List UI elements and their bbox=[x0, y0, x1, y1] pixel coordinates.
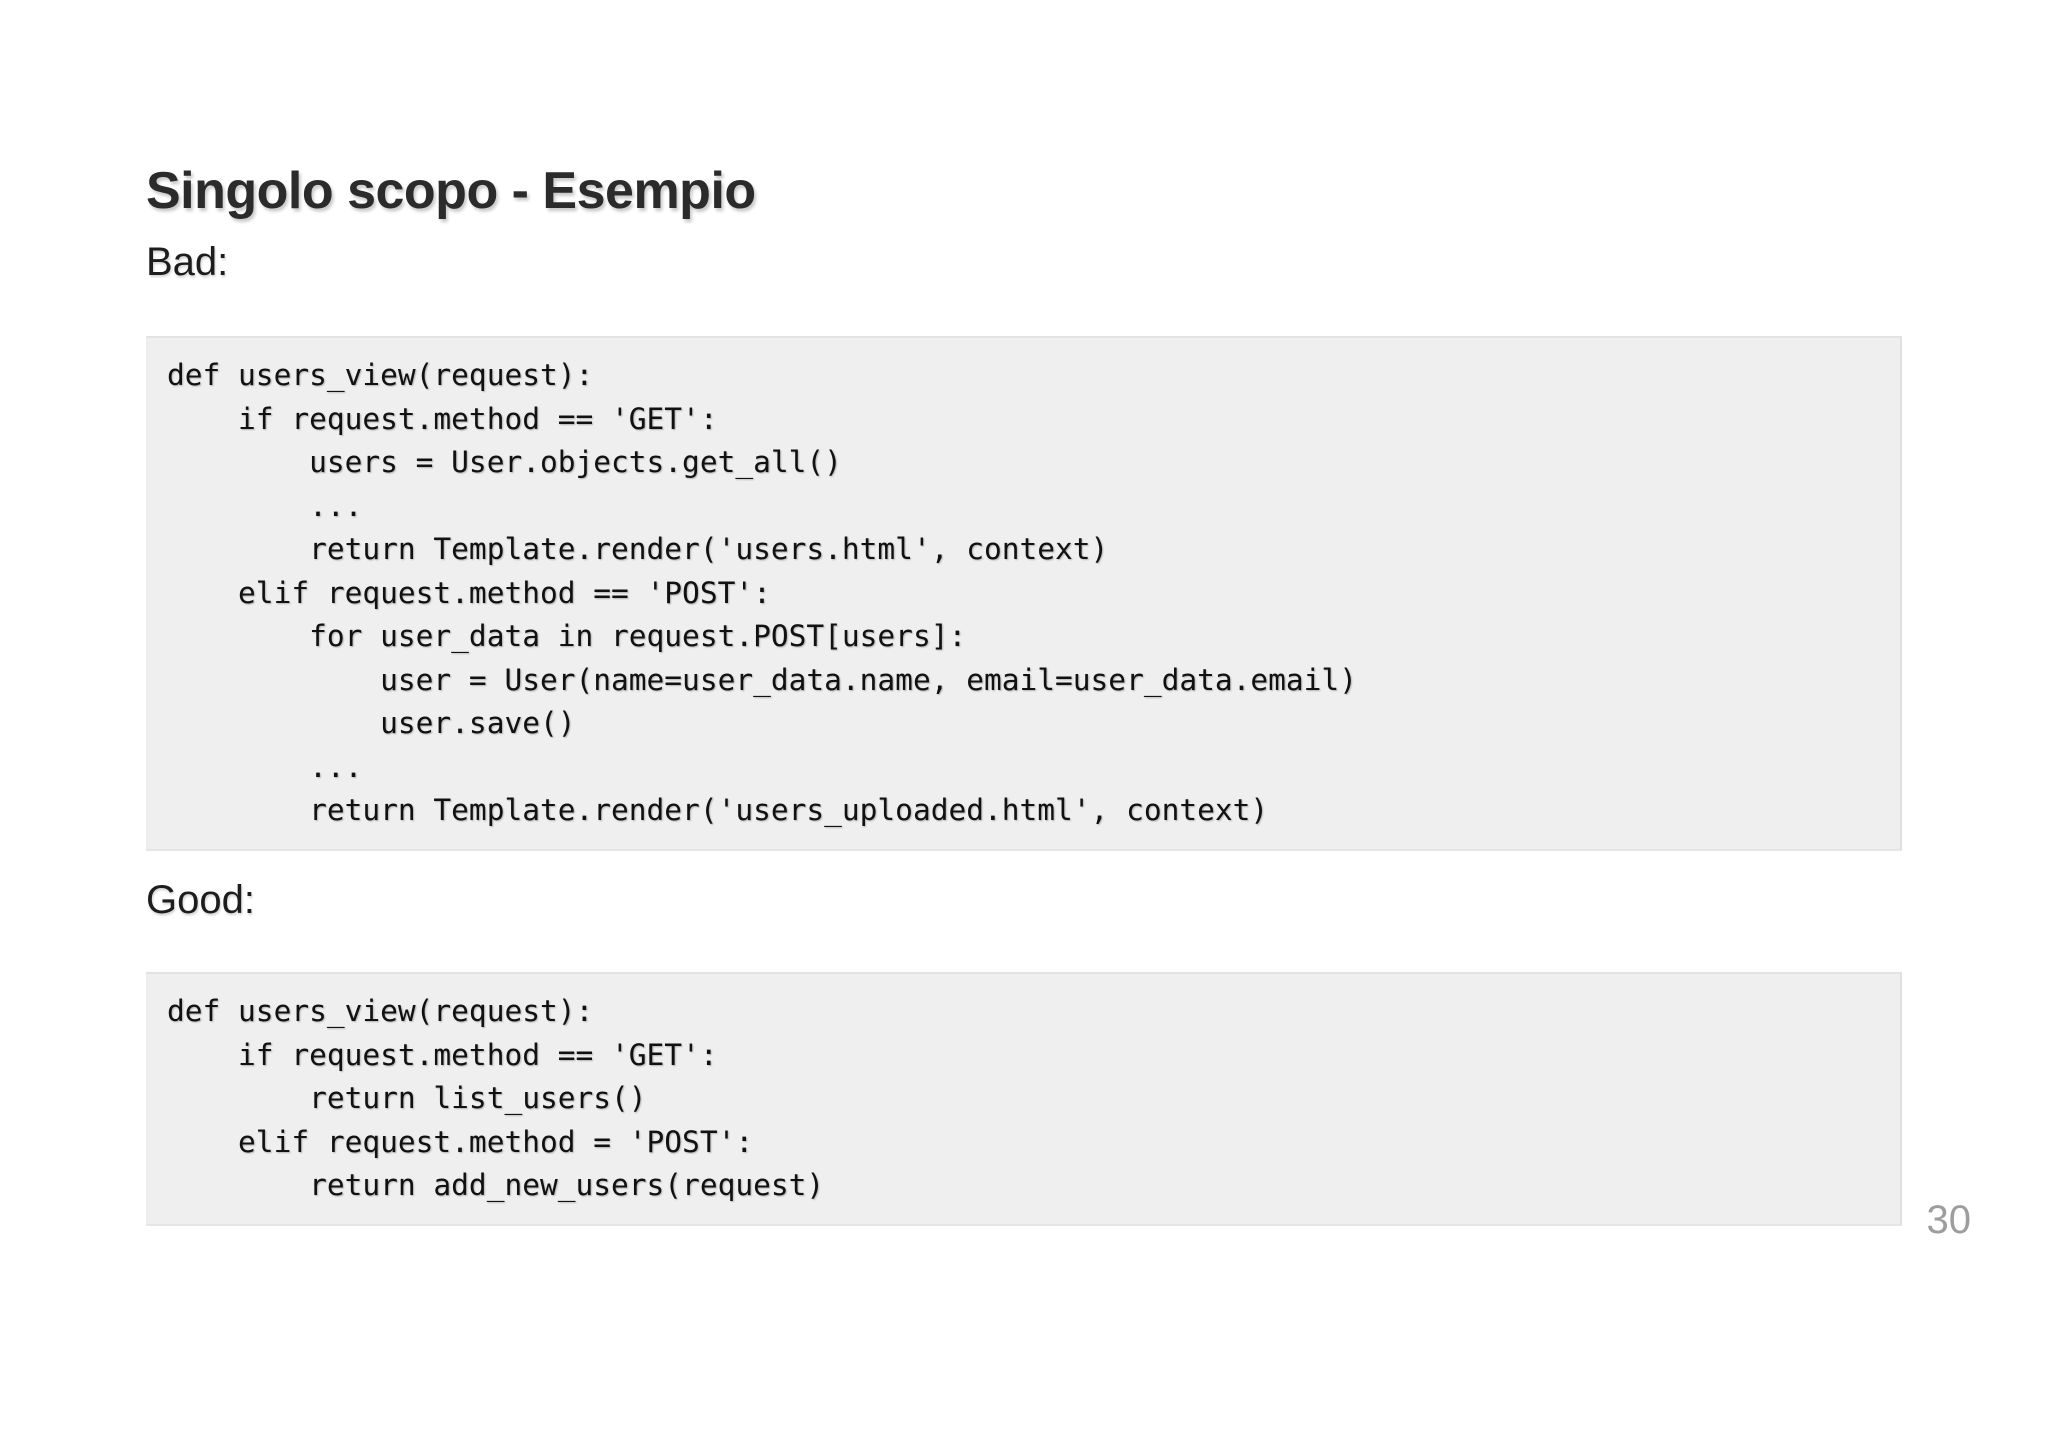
page-number: 30 bbox=[1926, 1198, 1972, 1242]
code-content-bad: def users_view(request): if request.meth… bbox=[167, 358, 1357, 827]
page-title: Singolo scopo - Esempio bbox=[146, 161, 756, 220]
code-block-good: def users_view(request): if request.meth… bbox=[146, 972, 1902, 1226]
code-content-good: def users_view(request): if request.meth… bbox=[167, 994, 825, 1202]
code-block-bad: def users_view(request): if request.meth… bbox=[146, 336, 1902, 851]
section-label-bad: Bad: bbox=[146, 240, 229, 284]
section-label-good: Good: bbox=[146, 878, 255, 922]
